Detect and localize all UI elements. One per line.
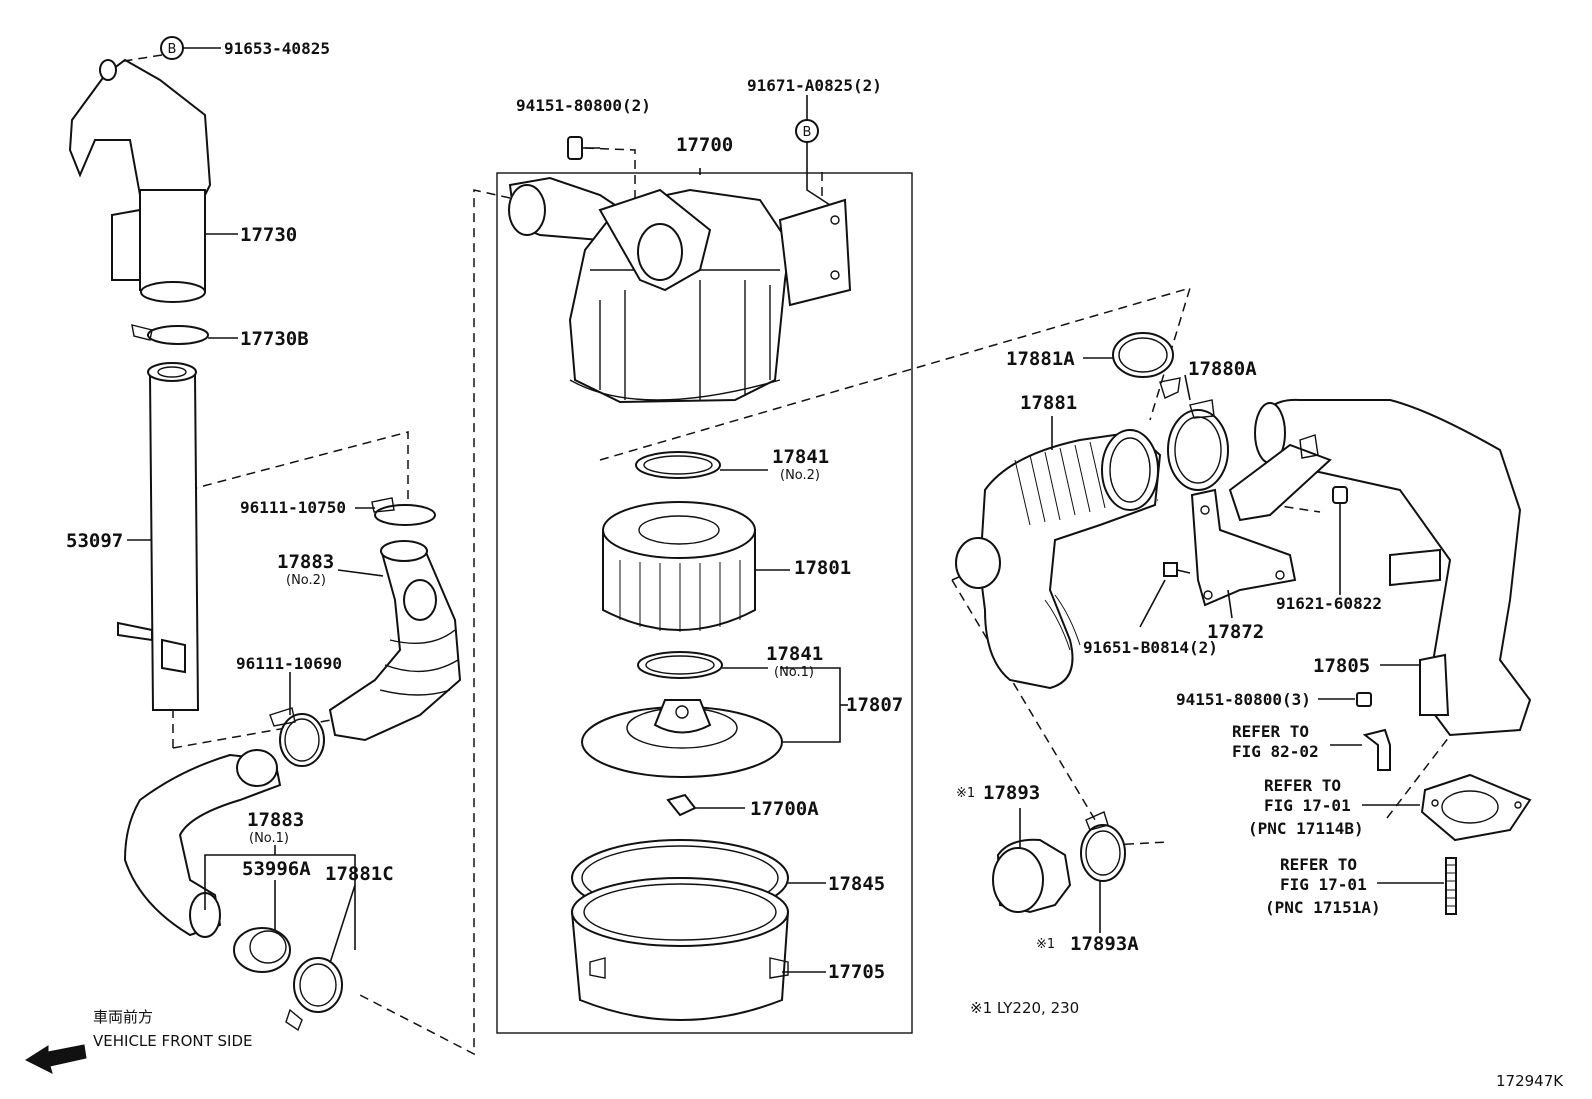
part-17881a-clamp[interactable]	[1112, 332, 1181, 399]
ref-1-line2: FIG 82-02	[1232, 742, 1319, 761]
callout-17807: 17807	[846, 694, 903, 716]
reference-notes: REFER TO FIG 82-02 REFER TO FIG 17-01 (P…	[1232, 722, 1381, 917]
b-marker-label: B	[168, 42, 177, 57]
callout-91653-40825: 91653-40825	[224, 39, 330, 58]
callout-17801: 17801	[794, 557, 851, 579]
callout-53097: 53097	[66, 530, 123, 552]
vehicle-front-indicator: 車両前方 VEHICLE FRONT SIDE	[24, 1008, 253, 1074]
ref-3-line2: FIG 17-01	[1280, 875, 1367, 894]
callout-17883-no2-sub: (No.2)	[286, 573, 326, 588]
callout-17883-no2: 17883	[277, 551, 334, 573]
callout-17881c: 17881C	[325, 863, 394, 885]
callout-94151-80800-2: 94151-80800(2)	[516, 96, 651, 115]
ref-1-line1: REFER TO	[1232, 722, 1309, 741]
footnote: ※1 LY220, 230	[970, 999, 1079, 1017]
part-53097-pipe[interactable]	[117, 362, 200, 711]
callout-17872: 17872	[1207, 621, 1264, 643]
part-17883-no1-elbow[interactable]	[123, 749, 282, 938]
callout-17880a: 17880A	[1188, 358, 1257, 380]
ref-2-line1: REFER TO	[1264, 776, 1341, 795]
callout-17841-no2: 17841	[772, 446, 829, 468]
part-94151-nut-top[interactable]	[567, 136, 600, 160]
b-marker-label-right: B	[803, 125, 812, 140]
part-96111-10690-clamp[interactable]	[269, 707, 325, 767]
callout-91671-a0825: 91671-A0825(2)	[747, 76, 882, 95]
part-17705-bowl[interactable]	[570, 877, 790, 1021]
part-17893a-clamp[interactable]	[1080, 811, 1126, 882]
part-17807-cover[interactable]	[581, 699, 783, 778]
part-17700-air-cleaner-body[interactable]	[496, 172, 913, 1034]
part-17893-cap[interactable]	[992, 838, 1072, 914]
part-17872-bracket[interactable]	[1190, 488, 1297, 607]
ref-bracket-82-02[interactable]	[1362, 728, 1391, 771]
part-17881c-clamp[interactable]	[285, 957, 343, 1032]
part-17700a-clip[interactable]	[666, 793, 697, 817]
front-arrow-icon	[24, 1044, 87, 1074]
part-17883-no2-hose[interactable]	[328, 540, 462, 742]
ref-2-line3: (PNC 17114B)	[1248, 819, 1364, 838]
callout-17893a: 17893A	[1070, 933, 1139, 955]
part-91671-bolt[interactable]: B	[795, 119, 819, 143]
callout-17700a: 17700A	[750, 798, 819, 820]
part-17801-filter-element[interactable]	[602, 501, 756, 632]
footnote-mark-17893: ※1	[956, 786, 975, 801]
callout-17893: 17893	[983, 782, 1040, 804]
part-91621-bolt[interactable]	[1332, 486, 1348, 515]
callout-17841-no1-sub: (No.1)	[774, 665, 814, 680]
callout-17841-no2-sub: (No.2)	[780, 468, 820, 483]
leader-lines	[127, 95, 1444, 973]
part-17841-no2-gasket[interactable]	[635, 451, 721, 479]
ref-gasket-17114b[interactable]	[1420, 773, 1532, 842]
part-94151-nut-right[interactable]	[1356, 692, 1372, 707]
callout-17730: 17730	[240, 224, 297, 246]
callout-17700: 17700	[676, 134, 733, 156]
ref-2-line2: FIG 17-01	[1264, 796, 1351, 815]
callout-53996a: 53996A	[242, 858, 311, 880]
figure-id: 172947K	[1496, 1072, 1564, 1090]
callout-labels: 91653-40825 17730 17730B 53097 96111-107…	[66, 39, 1382, 983]
b-marker-top-left: B	[117, 36, 221, 63]
callout-17845: 17845	[828, 873, 885, 895]
callout-96111-10750: 96111-10750	[240, 498, 346, 517]
callout-17883-no1-sub: (No.1)	[249, 831, 289, 846]
part-96111-10750-clamp[interactable]	[371, 497, 436, 526]
callout-17705: 17705	[828, 961, 885, 983]
callout-94151-80800-3: 94151-80800(3)	[1176, 690, 1311, 709]
part-17730b-clamp[interactable]	[131, 324, 209, 345]
part-17805-intake-pipe[interactable]	[1228, 398, 1532, 737]
part-53996a-cap[interactable]	[233, 927, 291, 973]
footnote-mark-17893a: ※1	[1036, 937, 1055, 952]
ref-3-line1: REFER TO	[1280, 855, 1357, 874]
callout-96111-10690: 96111-10690	[236, 654, 342, 673]
part-17880a-clamp[interactable]	[1167, 399, 1229, 491]
callout-17730b: 17730B	[240, 328, 309, 350]
direction-en: VEHICLE FRONT SIDE	[93, 1032, 253, 1050]
part-17881-hose[interactable]	[955, 429, 1162, 690]
direction-jp: 車両前方	[93, 1008, 153, 1026]
ref-stud-17151a[interactable]	[1445, 857, 1457, 915]
ref-3-line3: (PNC 17151A)	[1265, 898, 1381, 917]
part-17841-no1-gasket[interactable]	[637, 651, 723, 679]
callout-17881: 17881	[1020, 392, 1077, 414]
callout-91621-60822: 91621-60822	[1276, 594, 1382, 613]
callout-91651-b0814: 91651-B0814(2)	[1083, 638, 1218, 657]
callout-17805: 17805	[1313, 655, 1370, 677]
callout-17841-no1: 17841	[766, 643, 823, 665]
part-91651-bolt[interactable]	[1163, 562, 1191, 577]
callout-17881a: 17881A	[1006, 348, 1075, 370]
callout-17883-no1: 17883	[247, 809, 304, 831]
part-17730-elbow[interactable]	[68, 58, 212, 303]
